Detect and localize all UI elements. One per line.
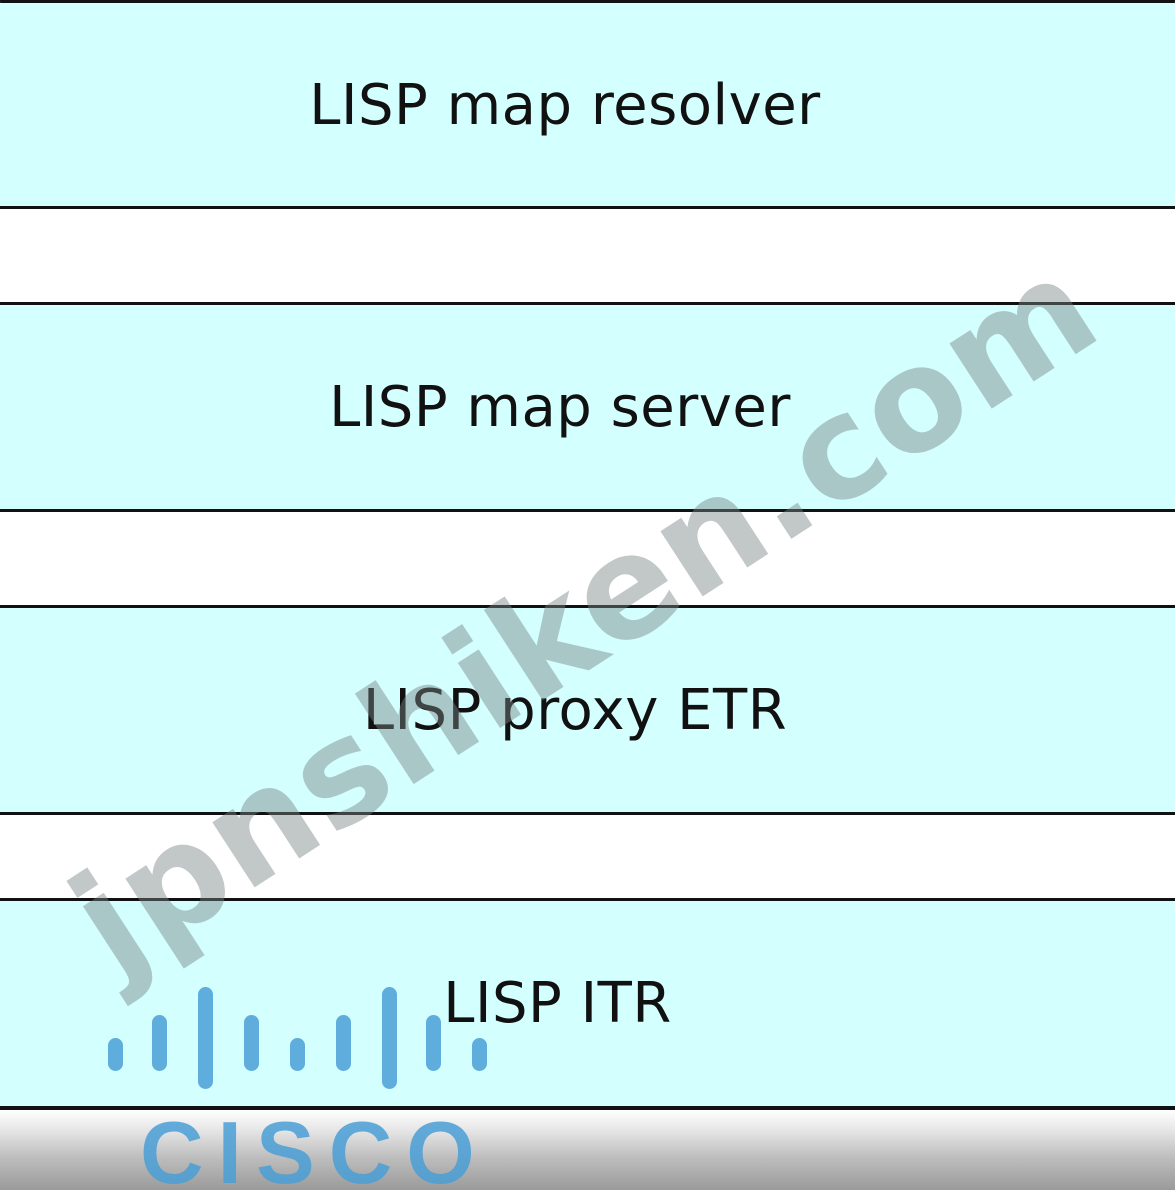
blank-slot[interactable] (0, 815, 1175, 899)
option-lisp-proxy-etr[interactable]: LISP proxy ETR (0, 608, 1175, 813)
divider (0, 605, 1175, 608)
option-label: LISP map resolver (309, 73, 821, 138)
option-label: LISP ITR (443, 971, 672, 1036)
option-label: LISP map server (329, 375, 791, 440)
blank-slot[interactable] (0, 209, 1175, 303)
option-lisp-itr[interactable]: LISP ITR (0, 901, 1175, 1106)
divider (0, 812, 1175, 815)
bottom-bar (0, 1106, 1175, 1190)
option-lisp-map-server[interactable]: LISP map server (0, 305, 1175, 510)
divider (0, 302, 1175, 305)
divider (0, 898, 1175, 901)
option-lisp-map-resolver[interactable]: LISP map resolver (0, 3, 1175, 208)
blank-slot[interactable] (0, 512, 1175, 606)
option-label: LISP proxy ETR (362, 678, 788, 743)
divider (0, 509, 1175, 512)
divider (0, 206, 1175, 209)
